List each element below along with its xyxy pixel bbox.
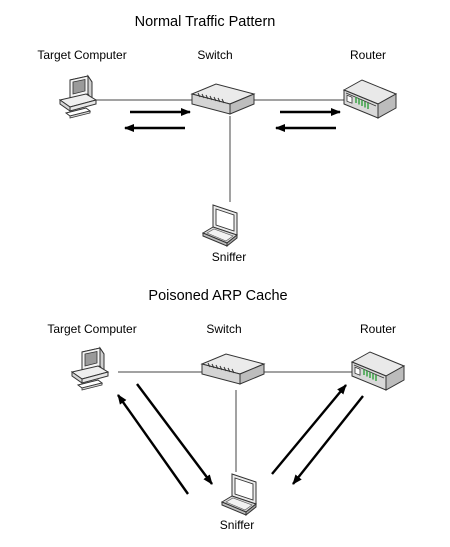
laptop-icon bbox=[221, 473, 257, 516]
switch-icon bbox=[191, 83, 255, 115]
target-computer-label: Target Computer bbox=[37, 48, 126, 62]
diagram-title-poisoned: Poisoned ARP Cache bbox=[148, 288, 287, 304]
arrow-sniffer-to-target bbox=[117, 394, 189, 495]
laptop-icon bbox=[202, 204, 238, 247]
switch-icon bbox=[201, 353, 265, 385]
switch-label: Switch bbox=[206, 322, 241, 336]
target-computer-node: Target Computer bbox=[37, 48, 127, 119]
sniffer-label: Sniffer bbox=[220, 518, 254, 532]
connection-lines bbox=[96, 99, 350, 202]
arrow-target-to-sniffer bbox=[136, 383, 213, 485]
diagram-title-normal: Normal Traffic Pattern bbox=[135, 14, 276, 30]
target-computer-node: Target Computer bbox=[47, 322, 137, 391]
switch-node: Switch bbox=[191, 48, 255, 115]
diagram-normal-traffic: Normal Traffic Pattern Target Computer S… bbox=[37, 14, 397, 264]
router-icon bbox=[343, 79, 397, 119]
router-node: Router bbox=[351, 322, 405, 391]
arrow-sniffer-to-router bbox=[271, 384, 347, 475]
diagram-poisoned-arp: Poisoned ARP Cache Target Computer Switc… bbox=[47, 288, 405, 532]
switch-label: Switch bbox=[197, 48, 232, 62]
connection-lines bbox=[118, 371, 352, 472]
sniffer-node: Sniffer bbox=[220, 473, 257, 532]
sniffer-label: Sniffer bbox=[212, 250, 246, 264]
target-computer-label: Target Computer bbox=[47, 322, 136, 336]
router-node: Router bbox=[343, 48, 397, 119]
desktop-computer-icon bbox=[59, 75, 97, 119]
router-label: Router bbox=[360, 322, 396, 336]
arrow-router-to-sniffer bbox=[292, 395, 364, 485]
switch-node: Switch bbox=[201, 322, 265, 385]
router-label: Router bbox=[350, 48, 386, 62]
traffic-arrows bbox=[124, 108, 341, 132]
router-icon bbox=[351, 351, 405, 391]
sniffer-node: Sniffer bbox=[202, 204, 246, 264]
traffic-arrows bbox=[117, 383, 364, 495]
desktop-computer-icon bbox=[71, 347, 109, 391]
